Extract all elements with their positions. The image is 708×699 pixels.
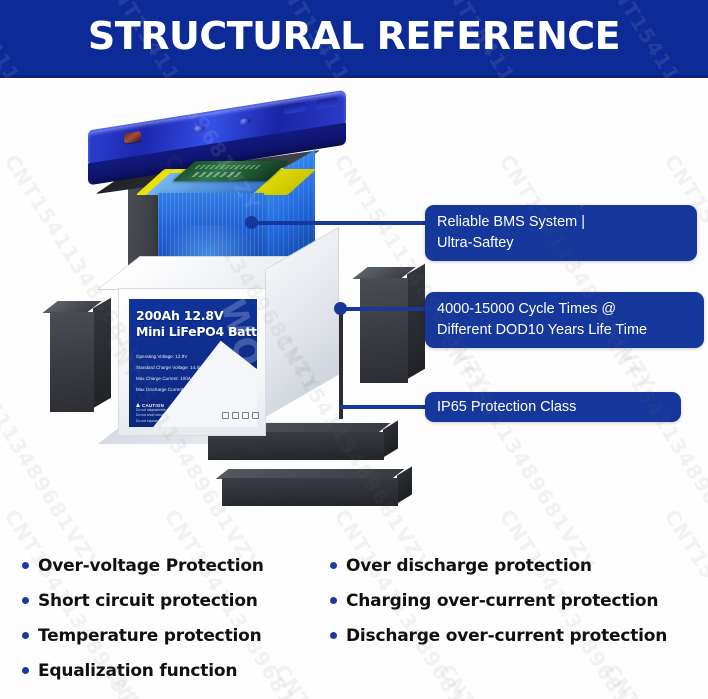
bottom-foam-bar-2 [215, 466, 412, 506]
bullet-icon [330, 597, 337, 604]
feature-label: Temperature protection [38, 625, 262, 646]
spec-line: Operating Voltage: 12.8V [135, 354, 188, 359]
feature-list-right: Over discharge protection Charging over-… [330, 548, 667, 653]
list-item: Temperature protection [22, 618, 264, 653]
label-compliance-icons [222, 412, 259, 419]
caution-heading: CAUTION [136, 403, 208, 408]
callout-line: Ultra-Saftey [437, 235, 514, 251]
spec-line: Standard Charge Voltage: 14.5V [135, 365, 203, 370]
list-item: Discharge over-current protection [330, 618, 667, 653]
feature-label: Short circuit protection [38, 590, 258, 611]
label-model: Mini LiFePO4 Battery [136, 324, 257, 339]
product-label: PWOD 200Ah 12.8V Mini LiFePO4 Battery Op… [129, 299, 257, 427]
feature-label: Equalization function [38, 660, 238, 681]
label-capacity: 200Ah 12.8V [136, 308, 224, 323]
caution-line: Do not disassemble or modify. [136, 408, 182, 412]
bottom-foam-bar-1 [201, 420, 398, 460]
bullet-icon [330, 562, 337, 569]
right-foam-pad [352, 263, 425, 383]
page-title: STRUCTURAL REFERENCE [87, 14, 621, 58]
watermark-text: CNT154113489681VZY [600, 660, 708, 699]
bullet-icon [22, 632, 29, 639]
left-foam-pad [42, 297, 111, 412]
list-item: Over-voltage Protection [22, 548, 264, 583]
read-manual-icon [252, 412, 259, 419]
warning-triangle-icon [136, 403, 140, 407]
callout-1-anchor-dot [245, 216, 258, 229]
left-foam-pad-front [50, 312, 94, 412]
spec-line: Max Charge Current: 100A [135, 376, 192, 381]
bottom-foam-bar-2-front [222, 478, 398, 506]
bottom-foam-bar-1-front [208, 432, 384, 460]
bullet-icon [22, 667, 29, 674]
callout-ip-rating[interactable]: IP65 Protection Class [425, 392, 681, 422]
battery-case: PWOD 200Ah 12.8V Mini LiFePO4 Battery Op… [96, 226, 348, 438]
watermark-text: CNT154113489681VZY [270, 660, 436, 699]
callout-line: Different DOD10 Years Life Time [437, 322, 648, 338]
callout-line: Reliable BMS System | [437, 214, 586, 230]
callout-2-anchor-dot [334, 302, 347, 315]
caution-line: Do not short-circuit terminals. [136, 413, 181, 418]
bullet-icon [22, 562, 29, 569]
callout-1-leader-line [250, 221, 430, 225]
feature-label: Over-voltage Protection [38, 555, 264, 576]
list-item: Short circuit protection [22, 583, 264, 618]
callout-reliable-bms[interactable]: Reliable BMS System | Ultra-Saftey [425, 205, 697, 261]
feature-list-left: Over-voltage Protection Short circuit pr… [22, 548, 264, 688]
spec-line: Max Discharge Current: 200A [135, 387, 197, 392]
callout-line: 4000-15000 Cycle Times @ [437, 301, 617, 317]
recycle-icon [222, 412, 229, 419]
left-foam-pad-side [93, 297, 111, 409]
feature-label: Over discharge protection [346, 555, 592, 576]
right-foam-pad-front [360, 278, 408, 383]
caution-line: Do not expose to fire or heat. [136, 418, 180, 423]
callout-2-elbow [339, 307, 343, 419]
feature-label: Charging over-current protection [346, 590, 659, 611]
callout-line: IP65 Protection Class [437, 398, 577, 415]
callout-cycle-life[interactable]: 4000-15000 Cycle Times @ Different DOD10… [425, 292, 704, 348]
case-front-face: PWOD 200Ah 12.8V Mini LiFePO4 Battery Op… [118, 288, 266, 436]
right-foam-pad-side [407, 263, 425, 380]
bullet-icon [22, 597, 29, 604]
label-caution-block: CAUTION Do not disassemble or modify. Do… [136, 403, 208, 424]
no-fire-icon [232, 412, 239, 419]
feature-label: Discharge over-current protection [346, 625, 668, 646]
label-spec-list: Operating Voltage: 12.8V Standard Charge… [136, 351, 248, 395]
list-item: Equalization function [22, 653, 264, 688]
list-item: Over discharge protection [330, 548, 667, 583]
callout-2-leader-line [340, 307, 432, 311]
bullet-icon [330, 632, 337, 639]
watermark-text: CNT154113489681VZY [435, 660, 601, 699]
list-item: Charging over-current protection [330, 583, 667, 618]
header-banner: STRUCTURAL REFERENCE [0, 0, 708, 78]
no-water-icon [242, 412, 249, 419]
callout-3-leader-line [339, 405, 432, 409]
